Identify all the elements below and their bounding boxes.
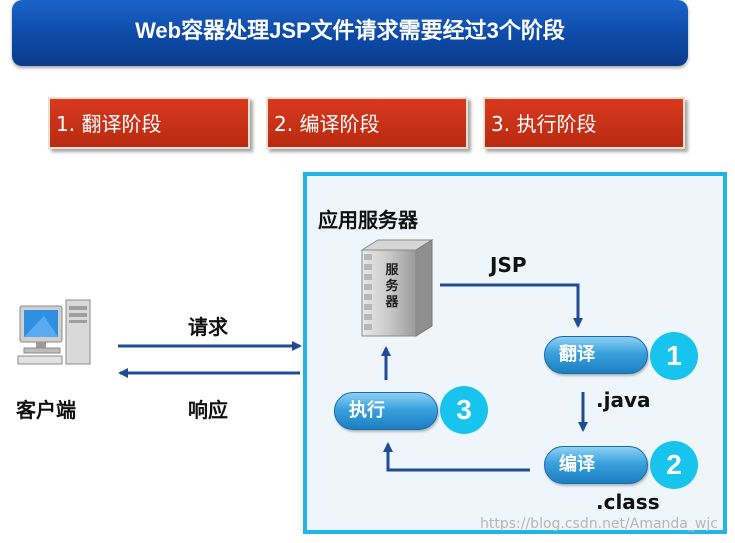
- step-number-1: 1: [650, 332, 698, 380]
- title-banner: Web容器处理JSP文件请求需要经过3个阶段: [12, 0, 688, 66]
- jsp-arrow: [440, 283, 583, 328]
- server-text-1: 服: [385, 263, 399, 278]
- server-text-3: 器: [384, 295, 399, 310]
- diagram-title: Web容器处理JSP文件请求需要经过3个阶段: [135, 18, 565, 43]
- stage-compile: 2. 编译阶段: [266, 97, 468, 149]
- stage-translate: 1. 翻译阶段: [48, 97, 250, 149]
- translate-step-pill: 翻译: [544, 336, 648, 374]
- compile-step-pill: 编译: [544, 446, 648, 484]
- request-label: 请求: [188, 315, 228, 339]
- watermark-text: https://blog.csdn.net/Amanda_wjc: [480, 516, 718, 532]
- computer-icon: [17, 299, 91, 365]
- server-text-2: 务: [385, 278, 399, 294]
- response-label: 响应: [188, 398, 228, 422]
- execute-step-pill: 执行: [334, 392, 438, 430]
- class-arrow: [383, 442, 530, 472]
- stage-execute: 3. 执行阶段: [483, 97, 685, 149]
- class-label: .class: [596, 490, 660, 514]
- jsp-label: JSP: [490, 253, 527, 277]
- server-icon: 服 务 器: [360, 239, 434, 337]
- step-number-2: 2: [650, 441, 698, 489]
- step-number-3: 3: [440, 386, 488, 434]
- java-label: .java: [596, 388, 651, 412]
- client-label: 客户端: [16, 398, 76, 422]
- application-server-label: 应用服务器: [318, 208, 418, 232]
